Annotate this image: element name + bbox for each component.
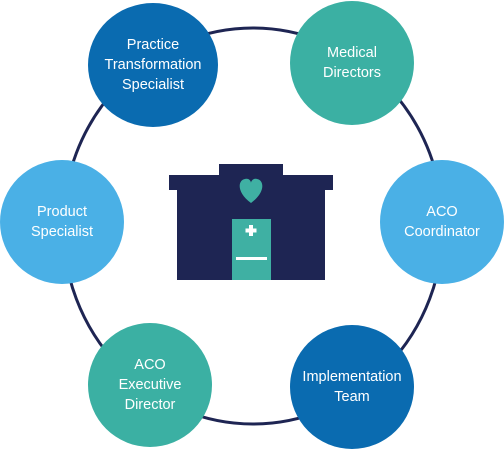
- cross-horizontal: [245, 228, 257, 233]
- role-label: ACO Coordinator: [404, 204, 480, 240]
- role-node-implementation-team: Implementation Team: [290, 325, 414, 449]
- role-node-medical-directors: Medical Directors: [290, 1, 414, 125]
- role-node-practice-transformation-specialist: Practice Transformation Specialist: [88, 3, 218, 127]
- role-label: Medical Directors: [322, 45, 381, 81]
- role-node-aco-executive-director: ACO Executive Director: [88, 323, 212, 447]
- heart-icon: [239, 178, 263, 203]
- role-label: Product Specialist: [30, 204, 94, 240]
- role-label: Implementation Team: [302, 369, 402, 405]
- role-node-aco-coordinator: ACO Coordinator: [380, 160, 504, 284]
- role-node-product-specialist: Product Specialist: [0, 160, 124, 284]
- role-label: ACO Executive Director: [118, 357, 182, 413]
- role-label: Practice Transformation Specialist: [104, 37, 202, 93]
- door-stripe: [236, 257, 267, 260]
